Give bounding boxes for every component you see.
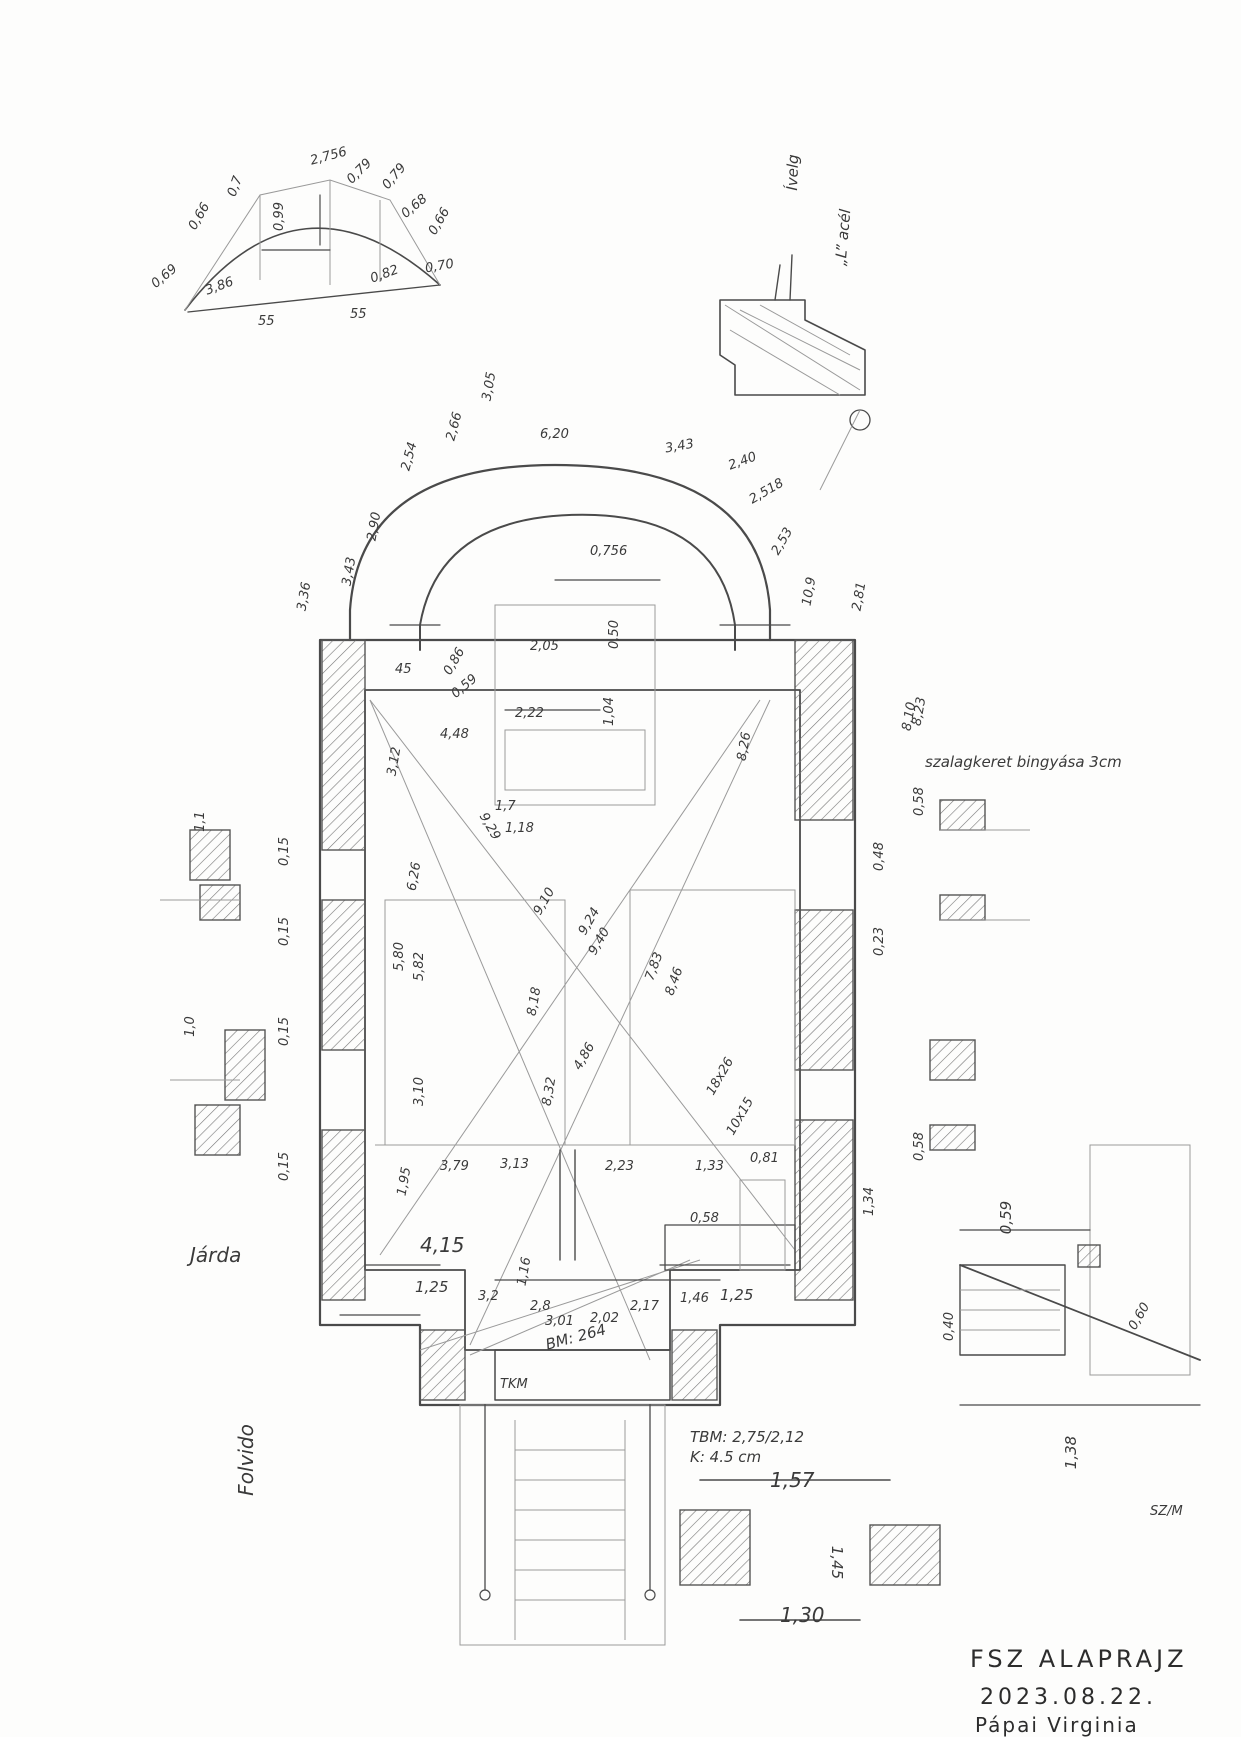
interior-dim: 0,50	[606, 620, 622, 649]
interior-dim: 2,22	[515, 706, 544, 721]
window-details-right	[929, 799, 1030, 1151]
side-dim: 0,23	[871, 927, 887, 956]
road-label: Folvido	[233, 1424, 258, 1496]
section-detail-right	[959, 1144, 1201, 1406]
interior-dim: 1,04	[601, 697, 617, 726]
side-dim: 0,15	[276, 837, 292, 866]
frame-note: szalagkeret bingyása 3cm	[925, 753, 1122, 771]
entrance-stairs	[459, 1349, 941, 1646]
sidewalk-label: Járda	[190, 1243, 242, 1267]
drawing-title: FSZ ALAPRAJZ	[970, 1645, 1188, 1673]
side-dim: 0,58	[911, 1132, 927, 1161]
lower-dim: 2,8	[530, 1299, 551, 1314]
lower-dim: 1,33	[695, 1159, 724, 1174]
wood-steel-detail	[719, 254, 871, 491]
side-dim: 1,45	[828, 1545, 847, 1580]
side-dim: 0,58	[911, 787, 927, 816]
side-dim: 1,0	[182, 1016, 198, 1037]
tkm-label: TKM	[500, 1377, 528, 1392]
lower-dim: 0,58	[690, 1211, 719, 1226]
lower-dim: 3,13	[500, 1157, 529, 1172]
lower-dim: 2,17	[630, 1299, 659, 1314]
drawing-date: 2023.08.22.	[980, 1685, 1157, 1710]
lower-dim: 2,23	[605, 1159, 634, 1174]
lower-dim: 0,81	[750, 1151, 779, 1166]
drawing-author: Pápai Virginia	[975, 1713, 1139, 1737]
lower-dim: 1,25	[415, 1278, 449, 1296]
side-dim: 0,15	[276, 1152, 292, 1181]
interior-dim: 5,82	[411, 952, 427, 981]
lower-dim: 3,79	[440, 1159, 469, 1174]
lower-dim: 3,2	[478, 1289, 499, 1304]
apse-dim: 0,756	[590, 544, 628, 559]
dimension-lines	[339, 579, 791, 1316]
lower-dim: 2,02	[590, 1311, 619, 1326]
interior-dim: 1,7	[495, 799, 516, 814]
building-outline	[318, 463, 857, 1407]
side-dim: 1,34	[861, 1187, 877, 1216]
arch-dim: 55	[258, 314, 275, 329]
tbm-label: TBM: 2,75/2,12	[690, 1428, 805, 1446]
interior-dim: 3,10	[411, 1077, 427, 1106]
interior-dim: 5,80	[391, 942, 407, 971]
side-dim: 0,15	[276, 917, 292, 946]
side-dim: 0,15	[276, 1017, 292, 1046]
side-dim: 0,59	[997, 1200, 1016, 1235]
side-dim: 1,30	[780, 1603, 825, 1627]
apse-dim: 6,20	[540, 427, 569, 442]
interior-construction	[364, 604, 796, 1361]
side-dim: 1,38	[1062, 1435, 1081, 1470]
arch-dim: 55	[350, 307, 367, 322]
arch-dim: 0,99	[271, 202, 287, 231]
tbm-k-label: K: 4.5 cm	[690, 1448, 762, 1466]
side-dim: 1,1	[192, 811, 208, 832]
wood-label: Ívelg	[782, 154, 803, 191]
side-dim: 0,40	[941, 1312, 957, 1341]
side-dim: 1,57	[770, 1468, 815, 1492]
sheet-code: SZ/M	[1150, 1504, 1183, 1519]
window-details-left	[160, 829, 266, 1156]
lower-dim: 3,01	[545, 1314, 574, 1329]
interior-dim: 45	[395, 662, 412, 677]
arch-detail	[184, 179, 441, 313]
lower-dim: 4,15	[420, 1233, 465, 1257]
lower-dim: 1,46	[680, 1291, 709, 1306]
side-dim: 0,48	[871, 842, 887, 871]
lower-dim: 1,25	[720, 1286, 754, 1304]
interior-dim: 4,48	[440, 727, 469, 742]
interior-dim: 2,05	[530, 639, 559, 654]
interior-dim: 1,18	[505, 821, 534, 836]
